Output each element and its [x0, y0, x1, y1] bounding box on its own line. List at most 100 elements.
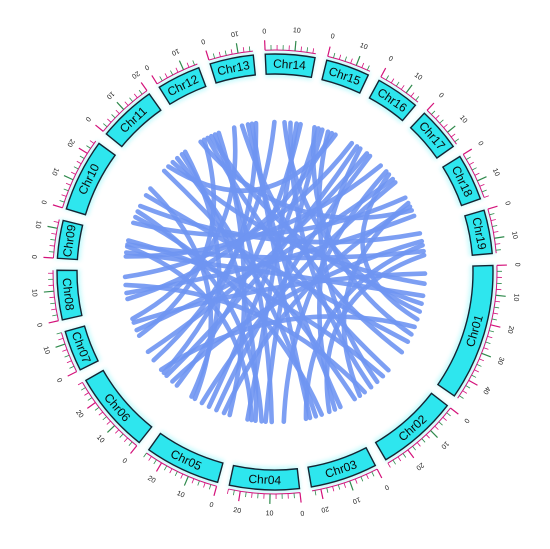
tick-mark: [149, 456, 152, 460]
tick-mark: [377, 469, 382, 478]
tick-label: 0: [462, 417, 470, 424]
tick-mark: [367, 66, 369, 71]
tick-mark: [231, 49, 232, 54]
tick-mark: [463, 149, 471, 154]
tick-mark: [49, 297, 54, 298]
tick-mark: [219, 52, 220, 57]
tick-mark: [64, 189, 69, 191]
tick-mark: [494, 307, 499, 308]
tick-mark: [249, 46, 250, 51]
tick-label: 10: [512, 293, 520, 302]
chromosome-band: [438, 265, 493, 395]
tick-mark: [160, 76, 163, 80]
tick-mark: [252, 493, 253, 498]
tick-mark: [50, 245, 55, 246]
tick-mark: [396, 82, 399, 86]
tick-label: 20: [74, 409, 84, 420]
tick-label: 10: [413, 72, 424, 82]
tick-mark: [95, 407, 99, 410]
tick-mark: [328, 47, 330, 57]
tick-mark: [68, 372, 77, 376]
tick-mark: [103, 417, 107, 420]
tick-mark: [401, 85, 404, 89]
tick-label: 10: [50, 166, 60, 176]
tick-label: 10: [458, 114, 468, 125]
tick-label: 10: [439, 439, 450, 450]
tick-mark: [295, 41, 296, 51]
chromosome-label: Chr14: [273, 56, 307, 72]
tick-mark: [459, 396, 463, 399]
tick-label: 10: [491, 168, 501, 178]
tick-mark: [494, 237, 504, 239]
tick-mark: [327, 488, 328, 493]
tick-label: 0: [503, 201, 511, 207]
tick-mark: [95, 125, 103, 131]
tick-mark: [486, 342, 491, 344]
tick-mark: [351, 59, 353, 64]
tick-label: 10: [30, 289, 38, 297]
tick-mark: [50, 303, 55, 304]
tick-mark: [60, 200, 65, 202]
tick-mark: [62, 350, 67, 352]
tick-label: 0: [300, 509, 305, 516]
tick-mark: [77, 161, 81, 163]
tick-label: 10: [33, 220, 41, 229]
tick-mark: [214, 486, 217, 496]
tick-mark: [44, 291, 54, 292]
tick-mark: [334, 53, 335, 58]
tick-mark: [51, 309, 56, 310]
tick-label: 10: [359, 42, 369, 51]
tick-mark: [463, 391, 467, 394]
tick-mark: [139, 90, 142, 94]
tick-mark: [48, 226, 58, 228]
tick-mark: [164, 466, 166, 470]
tick-label: 0: [30, 255, 37, 259]
tick-mark: [450, 408, 458, 414]
tick-mark: [455, 139, 459, 142]
tick-label: 0: [262, 27, 266, 34]
tick-mark: [447, 126, 455, 132]
chromosome-label: Chr04: [248, 472, 282, 488]
tick-mark: [243, 47, 244, 52]
tick-mark: [484, 348, 489, 350]
tick-mark: [495, 301, 500, 302]
tick-label: 0: [387, 55, 394, 63]
tick-mark: [386, 75, 389, 79]
tick-mark: [192, 479, 194, 484]
tick-mark: [43, 257, 53, 258]
tick-mark: [300, 493, 301, 503]
tick-mark: [50, 239, 55, 240]
tick-mark: [431, 430, 438, 437]
tick-mark: [439, 422, 443, 425]
tick-mark: [66, 183, 71, 185]
tick-mark: [496, 295, 506, 296]
tick-mark: [495, 244, 500, 245]
tick-mark: [361, 477, 363, 482]
tick-mark: [187, 63, 189, 68]
tick-mark: [440, 120, 444, 123]
tick-mark: [408, 450, 414, 458]
tick-mark: [350, 481, 353, 490]
tick-mark: [74, 167, 78, 169]
tick-mark: [144, 453, 147, 457]
tick-mark: [53, 205, 63, 208]
tick-mark: [388, 463, 391, 467]
tick-label: 10: [510, 231, 518, 240]
tick-mark: [204, 483, 206, 488]
tick-mark: [315, 490, 316, 495]
tick-mark: [175, 471, 177, 475]
tick-mark: [64, 176, 73, 180]
tick-mark: [181, 474, 183, 479]
tick-mark: [67, 361, 72, 363]
tick-mark: [54, 221, 59, 222]
